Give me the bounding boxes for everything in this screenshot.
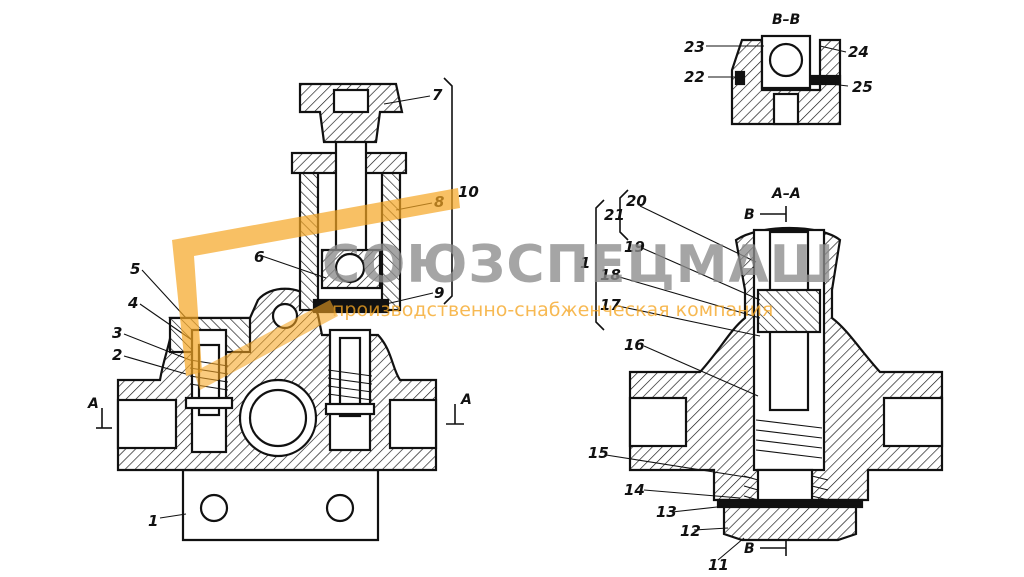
callout-24: 24 xyxy=(848,43,869,61)
right-port xyxy=(388,398,438,450)
watermark-logo-mark xyxy=(172,188,460,376)
section-b-hole xyxy=(768,42,804,78)
callout-7: 7 xyxy=(432,86,443,104)
section-b-pin xyxy=(810,74,842,86)
callout-21: 21 xyxy=(604,206,625,224)
section-a-piston xyxy=(756,288,822,334)
section-label-b-bottom: В xyxy=(744,541,755,557)
callout-6: 6 xyxy=(254,248,264,266)
callout-15: 15 xyxy=(588,444,609,462)
section-b-b-view: В–В 22 23 24 25 xyxy=(684,12,873,126)
section-a-plug xyxy=(722,504,858,542)
left-port xyxy=(116,398,178,450)
check-ball xyxy=(334,252,366,284)
section-label-b-top: В xyxy=(744,207,755,223)
callout-5: 5 xyxy=(130,260,140,278)
section-a-left-port xyxy=(628,396,688,448)
flange-hole-right xyxy=(325,493,355,523)
section-label-a-right: А xyxy=(460,392,472,408)
callout-20: 20 xyxy=(626,192,647,210)
callout-4: 4 xyxy=(127,294,138,312)
callout-1: 1 xyxy=(148,512,158,530)
right-view-section-a-a: А–А В В 1 11 12 13 14 15 16 17 18 19 20 … xyxy=(580,186,944,574)
watermark: СОЮЗСПЕЦМАШ производственно-снабженческа… xyxy=(172,188,835,390)
callout-13: 13 xyxy=(656,503,677,521)
callout-25: 25 xyxy=(852,78,873,96)
section-a-right-port xyxy=(882,396,944,448)
section-a-spring-upper xyxy=(755,419,823,459)
center-bore-inner xyxy=(248,388,308,448)
section-a-gasket xyxy=(716,498,864,509)
callout-12: 12 xyxy=(680,522,701,540)
callout-18: 18 xyxy=(600,266,621,284)
callout-19: 19 xyxy=(624,238,645,256)
callout-9: 9 xyxy=(434,284,444,302)
section-b-seal xyxy=(734,70,746,86)
callout-11: 11 xyxy=(708,556,729,574)
knob-insert xyxy=(332,88,370,114)
watermark-company-name: СОЮЗСПЕЦМАШ xyxy=(322,235,835,295)
callout-23: 23 xyxy=(684,38,705,56)
callout-1-right: 1 xyxy=(580,254,590,272)
right-valve-spring xyxy=(327,369,373,401)
right-valve-seat xyxy=(324,402,376,416)
callout-10: 10 xyxy=(458,183,479,201)
flange-hole-left xyxy=(199,493,229,523)
callout-3: 3 xyxy=(112,324,122,342)
watermark-tagline: производственно-снабженческая компания xyxy=(332,299,773,321)
callout-2: 2 xyxy=(112,346,122,364)
section-label-a-left: А xyxy=(87,396,99,412)
callout-17: 17 xyxy=(600,296,621,314)
section-title-a-a: А–А xyxy=(771,186,801,202)
section-title-b-b: В–В xyxy=(772,12,800,28)
left-valve-seat xyxy=(184,396,234,410)
callout-14: 14 xyxy=(624,481,645,499)
callout-16: 16 xyxy=(624,336,645,354)
left-view: А А 1 2 3 4 5 6 7 8 9 10 xyxy=(87,77,479,542)
section-b-slot xyxy=(772,92,800,126)
callout-22: 22 xyxy=(684,68,705,86)
